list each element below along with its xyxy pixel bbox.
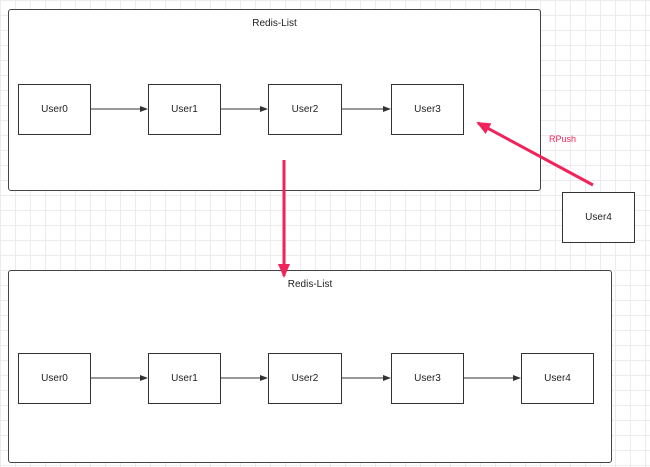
rpush-arrow (476, 121, 594, 187)
rpush-label: RPush (549, 134, 577, 144)
bottom-node-user2: User2 (268, 353, 342, 404)
top-node-user1: User1 (148, 84, 221, 135)
bottom-redis-list-title: Redis-List (287, 279, 333, 290)
new-node-user4: User4 (562, 192, 635, 243)
bottom-node-user0: User0 (18, 353, 91, 404)
top-node-user0: User0 (18, 84, 91, 135)
bottom-node-user1: User1 (148, 353, 221, 404)
top-node-user2: User2 (268, 84, 342, 135)
top-node-user3: User3 (391, 84, 464, 135)
top-redis-list-title: Redis-List (252, 18, 297, 29)
bottom-node-user3: User3 (391, 353, 464, 404)
bottom-node-user4: User4 (521, 353, 594, 404)
